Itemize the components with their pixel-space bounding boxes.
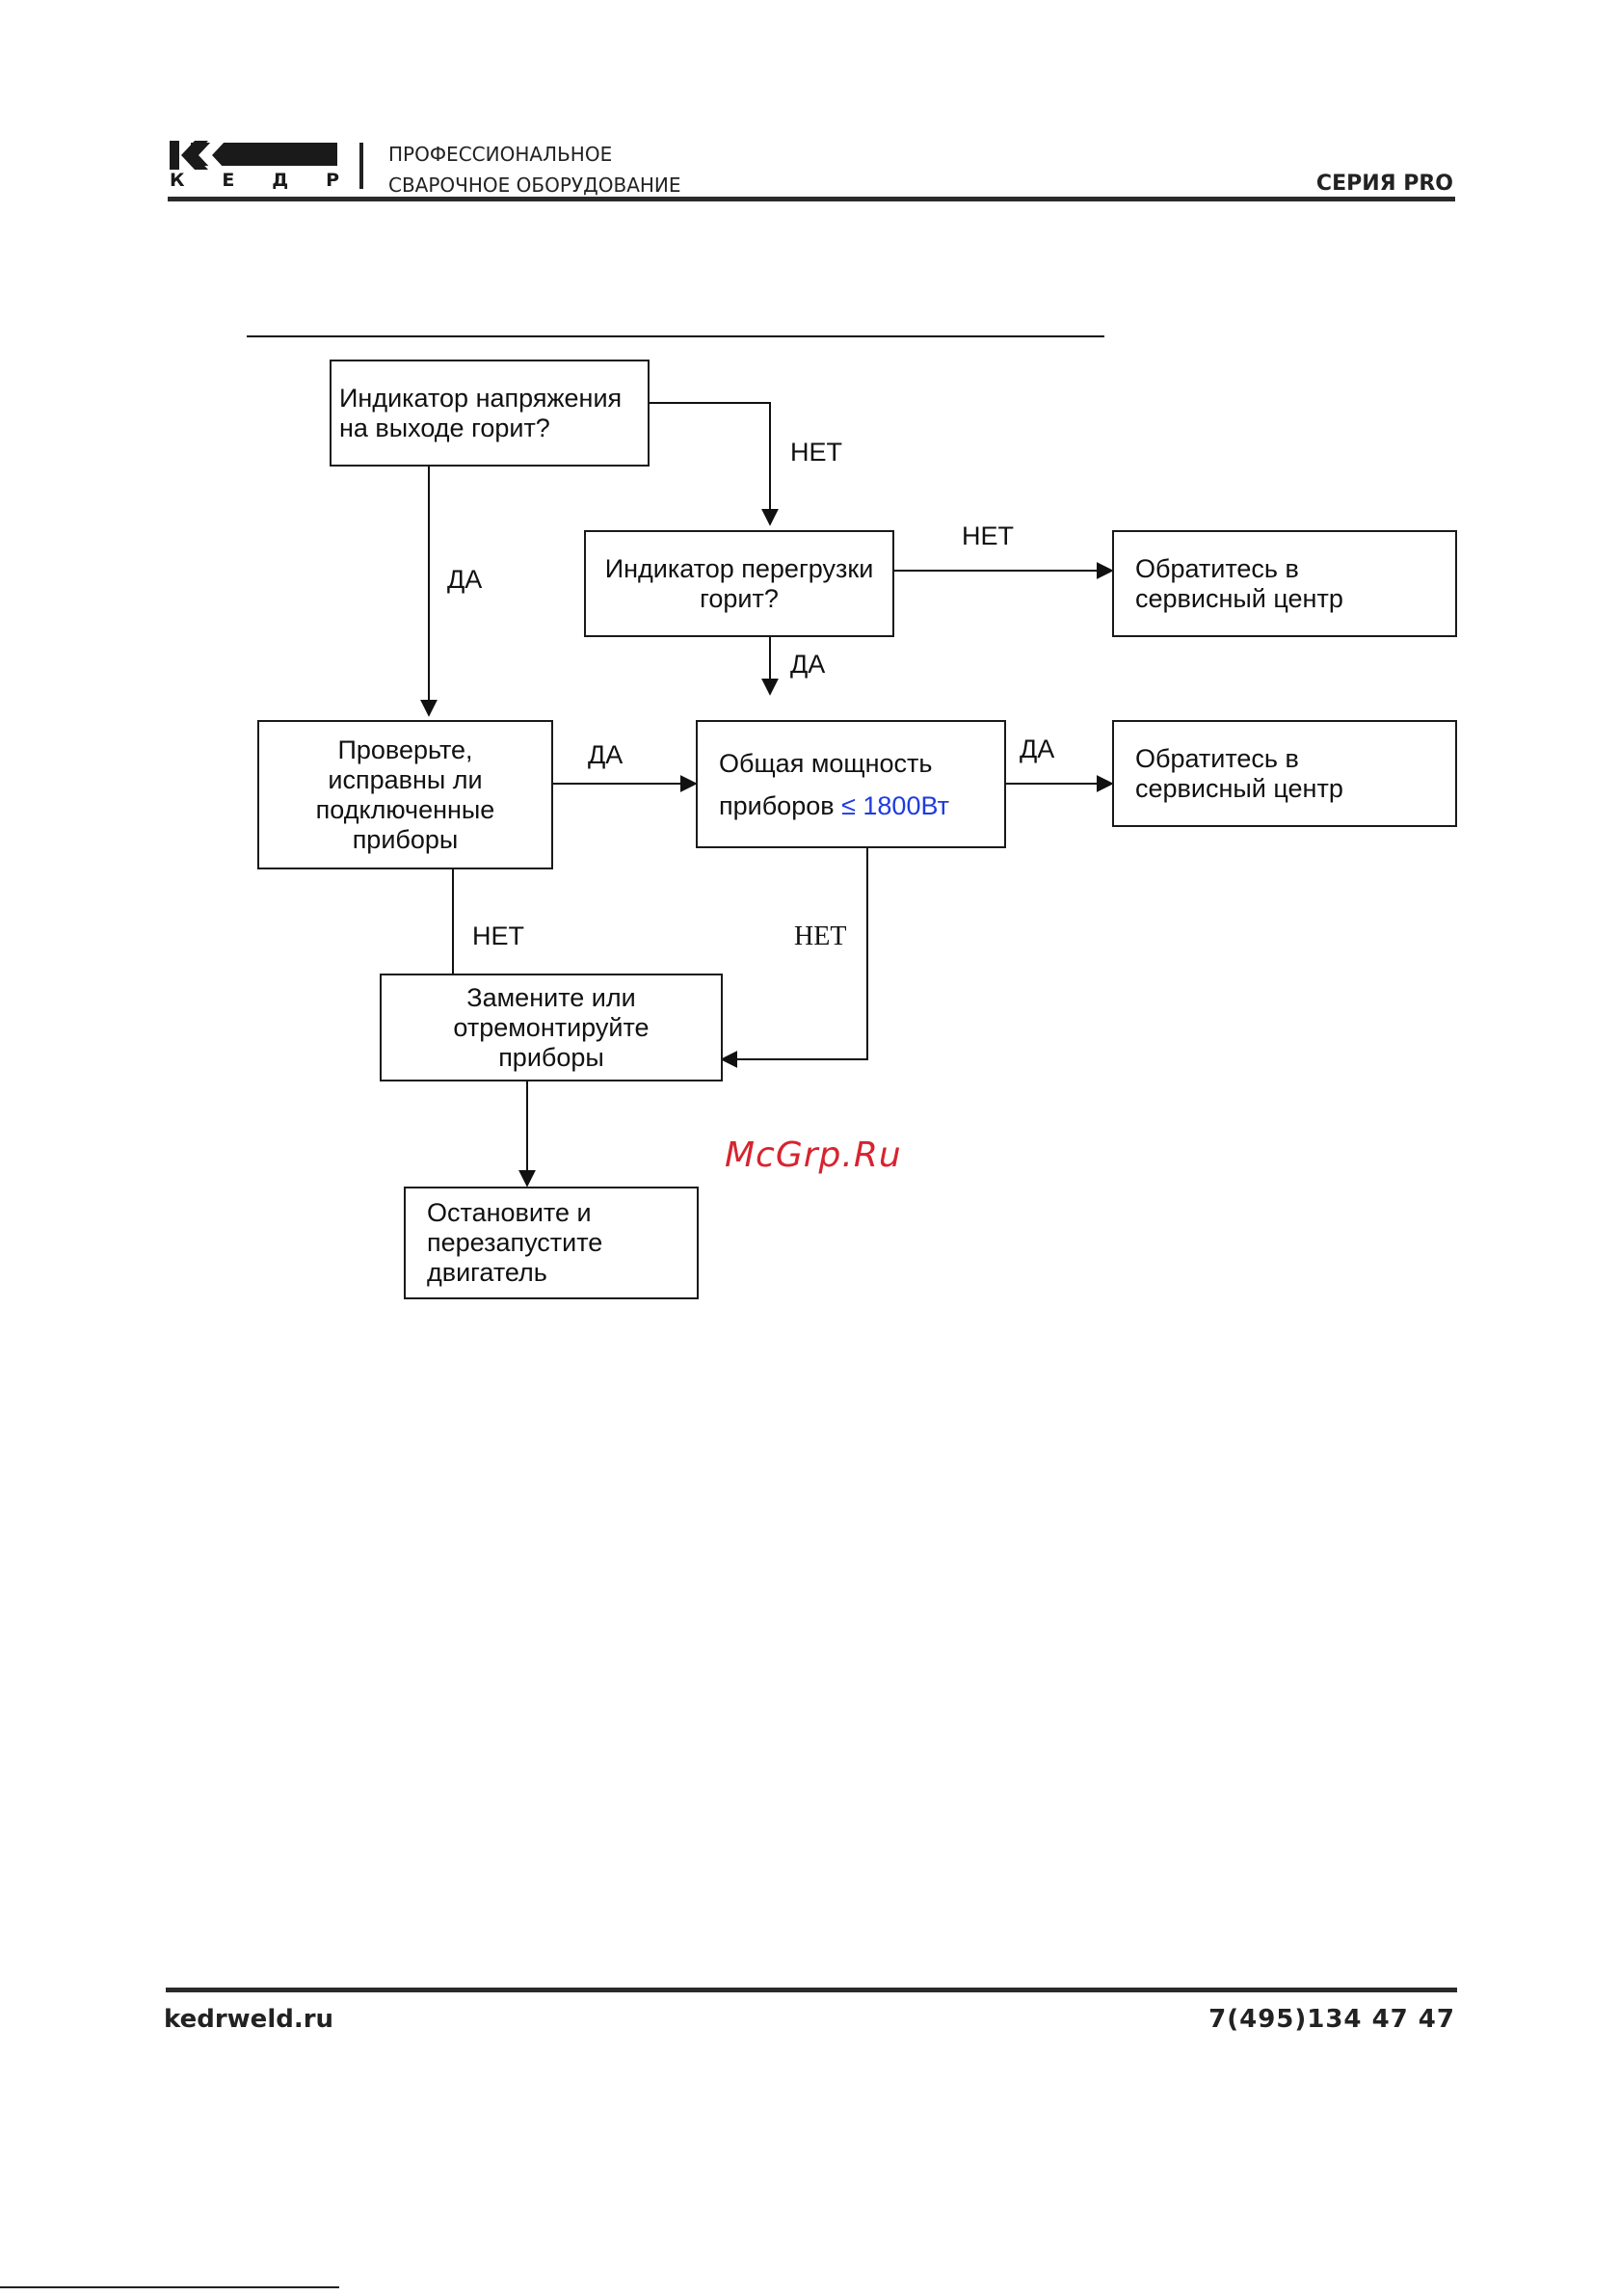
edge-label-voltage-no: НЕТ bbox=[790, 438, 842, 467]
edge-label-check-no: НЕТ bbox=[472, 921, 524, 950]
series-label: СЕРИЯ PRO bbox=[1315, 172, 1453, 196]
tagline: ПРОФЕССИОНАЛЬНОЕ СВАРОЧНОЕ ОБОРУДОВАНИЕ bbox=[388, 139, 681, 200]
node-text: перезапустите bbox=[427, 1228, 603, 1257]
node-text: Обратитесь в bbox=[1135, 553, 1299, 583]
node-text: Замените или bbox=[466, 982, 636, 1012]
node-restart-engine: Остановите и перезапустите двигатель bbox=[404, 1187, 699, 1299]
node-total-power: Общая мощность приборов ≤ 1800Вт bbox=[696, 720, 1006, 848]
node-text: сервисный центр bbox=[1135, 583, 1343, 613]
footer-rule bbox=[166, 1988, 1457, 1992]
edge-label-check-yes: ДА bbox=[588, 740, 624, 769]
node-service-center-2: Обратитесь в сервисный центр bbox=[1112, 720, 1457, 827]
node-service-center-1: Обратитесь в сервисный центр bbox=[1112, 530, 1457, 637]
node-text: Обратитесь в bbox=[1135, 743, 1299, 773]
logo-letters: К Е Д Р bbox=[170, 170, 339, 191]
bottom-rule bbox=[0, 2286, 339, 2288]
node-replace-devices: Замените или отремонтируйте приборы bbox=[380, 974, 723, 1081]
logo-letter: Е bbox=[222, 170, 235, 191]
edge-label-power-yes: ДА bbox=[1020, 734, 1055, 763]
node-overload-indicator: Индикатор перегрузки горит? bbox=[584, 530, 894, 637]
logo-chevron-icon bbox=[170, 141, 226, 170]
footer-phone: 7(495)134 47 47 bbox=[1208, 2005, 1455, 2034]
edge-label-overload-no: НЕТ bbox=[962, 521, 1014, 550]
power-limit-value: ≤ 1800Вт bbox=[841, 790, 949, 820]
node-text: на выходе горит? bbox=[339, 413, 550, 442]
logo-letter: Р bbox=[326, 170, 339, 191]
node-text-prefix: приборов bbox=[719, 790, 842, 820]
node-text: горит? bbox=[700, 583, 779, 613]
node-voltage-indicator: Индикатор напряжения на выходе горит? bbox=[330, 360, 650, 467]
edge-voltage-no bbox=[648, 402, 779, 526]
logo-divider bbox=[359, 143, 363, 189]
footer-website: kedrweld.ru bbox=[164, 2005, 334, 2034]
edge-label-voltage-yes: ДА bbox=[447, 565, 483, 594]
node-text: приборы bbox=[352, 824, 459, 854]
node-text: Общая мощность bbox=[719, 748, 933, 778]
watermark: McGrp.Ru bbox=[725, 1135, 902, 1175]
node-check-devices: Проверьте, исправны ли подключенные приб… bbox=[257, 720, 553, 869]
logo-letter: Д bbox=[272, 170, 289, 191]
tagline-line: СВАРОЧНОЕ ОБОРУДОВАНИЕ bbox=[388, 174, 681, 197]
node-text: приборы bbox=[498, 1042, 604, 1072]
edge-label-overload-yes: ДА bbox=[790, 650, 826, 679]
node-text: исправны ли bbox=[328, 764, 483, 794]
node-text: Индикатор напряжения bbox=[339, 383, 623, 413]
edge-power-no bbox=[720, 848, 868, 1068]
kedr-logo: К Е Д Р bbox=[170, 141, 339, 191]
node-text: Проверьте, bbox=[337, 734, 473, 764]
section-rule bbox=[247, 335, 1104, 337]
header-rule bbox=[168, 197, 1455, 201]
node-text: Остановите и bbox=[427, 1198, 592, 1227]
node-text: отремонтируйте bbox=[453, 1012, 650, 1042]
node-text: двигатель bbox=[427, 1258, 547, 1287]
edge-label-power-no: НЕТ bbox=[794, 921, 847, 951]
tagline-line: ПРОФЕССИОНАЛЬНОЕ bbox=[388, 143, 613, 166]
logo-letter: К bbox=[170, 170, 185, 191]
node-text: Индикатор перегрузки bbox=[604, 553, 874, 583]
node-text: подключенные bbox=[315, 794, 495, 824]
node-text: сервисный центр bbox=[1135, 773, 1343, 803]
node-text: приборов ≤ 1800Вт bbox=[719, 785, 949, 827]
